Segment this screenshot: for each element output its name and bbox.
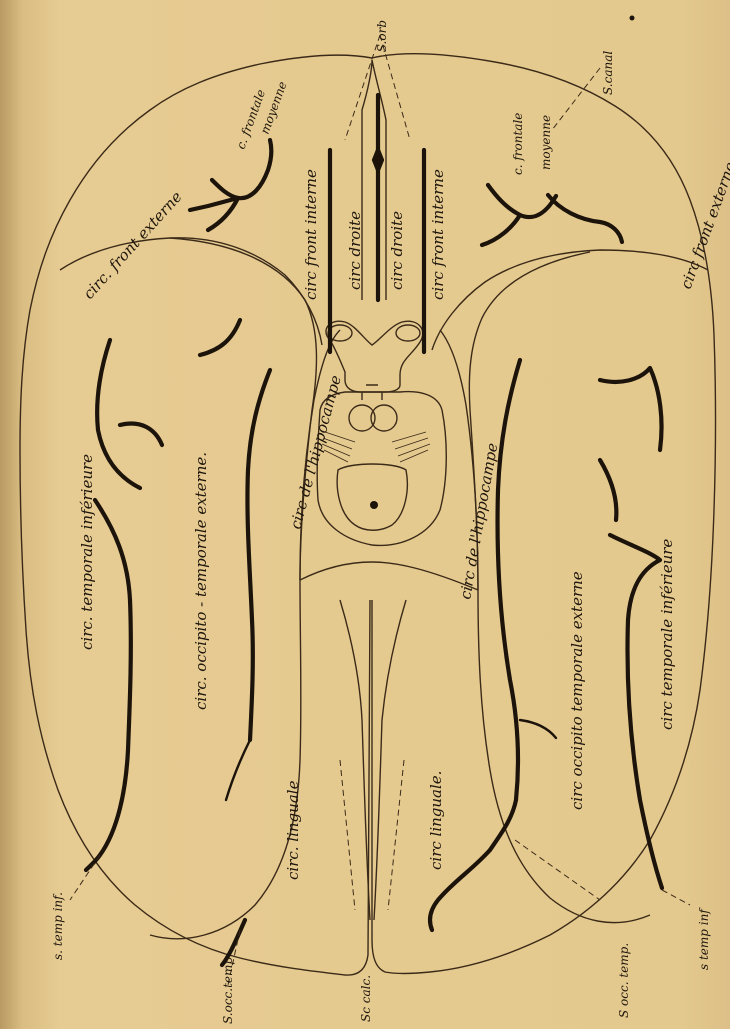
leader-s-occ-temp-right xyxy=(515,840,600,900)
label-circ-hippocampe-right: circ de l'hippocampe xyxy=(456,441,501,600)
central-canal xyxy=(370,501,378,509)
label-circ-temp-inf-right: circ temporale inférieure xyxy=(658,539,676,730)
label-moyenne-right: moyenne xyxy=(539,115,553,170)
label-circ-droite-left: circ droite xyxy=(346,211,364,290)
leader-s-temp-inf-right xyxy=(662,890,690,905)
label-circ-linguale-left: circ. linguale xyxy=(284,780,302,880)
label-sc-calc: Sc calc. xyxy=(359,975,373,1022)
label-circ-temp-inf-left: circ. temporale inférieure xyxy=(78,454,96,650)
label-s-temp-inf-left: s. temp inf. xyxy=(51,892,65,960)
right-temporal-outline xyxy=(469,252,650,923)
label-circ-front-externe-right: circ front externe xyxy=(677,159,730,291)
right-temp-sulcus-b xyxy=(600,460,616,520)
cerebellum-border xyxy=(300,562,478,590)
right-temp-sulcus-a xyxy=(600,368,662,450)
label-c-frontale-right: c. frontale xyxy=(511,113,525,175)
right-inferior-temporal-sulcus xyxy=(610,535,662,888)
label-circ-front-interne-right: circ front interne xyxy=(429,169,447,300)
left-temp-sulcus-a xyxy=(97,340,140,488)
label-circ-front-externe-left: circ. front externe xyxy=(80,188,186,303)
left-orbital-sulcus xyxy=(190,140,271,230)
pons-outline xyxy=(317,392,446,546)
label-s-occ-temp-left: S.occ.temp xyxy=(221,957,235,1024)
label-circ-linguale-right: circ linguale. xyxy=(427,771,445,870)
label-circ-front-interne-left: circ front interne xyxy=(302,169,320,300)
ink-dot xyxy=(630,16,635,21)
medulla-outline xyxy=(337,464,407,530)
right-orbital-sulcus xyxy=(482,185,622,245)
label-layer: S.orb S.canal c. frontale moyenne c. fro… xyxy=(51,20,730,1024)
label-s-orb: S.orb xyxy=(375,20,389,52)
leader-s-canal xyxy=(552,68,600,130)
peduncle-shading xyxy=(322,432,430,462)
right-occ-temp-branch xyxy=(520,720,556,738)
label-circ-occ-temp-right: circ occipito temporale externe xyxy=(568,571,586,810)
left-occ-temp-branch xyxy=(226,740,250,800)
right-occ-temp-sulcus xyxy=(490,360,520,850)
label-s-temp-inf-right: s temp inf xyxy=(697,907,711,970)
interhemispheric-fissure xyxy=(362,60,386,300)
label-circ-hippocampe-left: circ de l'hippocampe xyxy=(286,373,344,531)
label-s-canal: S.canal xyxy=(601,51,615,95)
left-temp-sulcus-c xyxy=(200,320,240,355)
left-occ-temp-sulcus xyxy=(247,370,270,740)
label-circ-occ-temp-left: circ. occipito - temporale externe. xyxy=(192,452,210,710)
label-circ-droite-right: circ droite xyxy=(388,211,406,290)
right-optic-nerve xyxy=(396,325,420,341)
midline-diamond xyxy=(374,150,382,170)
leader-sc-calc-right xyxy=(388,760,404,910)
vermis-outline xyxy=(340,600,406,920)
left-temp-sulcus-b xyxy=(120,424,162,445)
label-s-occ-temp-right: S occ. temp. xyxy=(617,943,631,1018)
leader-sc-calc-left xyxy=(340,760,355,910)
right-frontal-boundary xyxy=(432,250,708,350)
